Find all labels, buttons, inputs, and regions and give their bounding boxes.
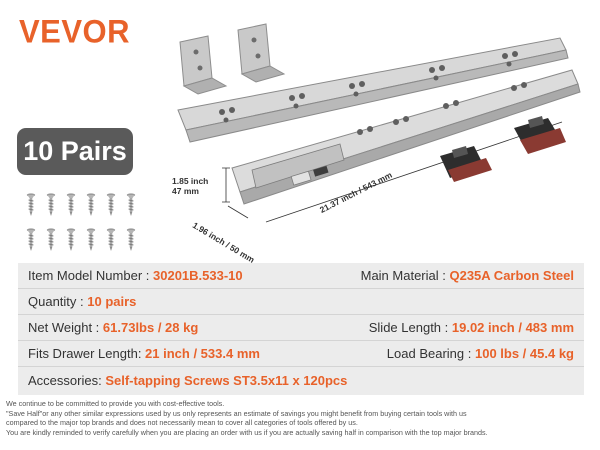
slide-length-label: Slide Length : (368, 320, 452, 335)
height-dimension: 1.85 inch 47 mm (172, 176, 208, 196)
quantity-badge-label: 10 Pairs (23, 136, 127, 166)
drawer-length-label: Fits Drawer Length: (28, 346, 146, 361)
net-weight-spec: Net Weight : 61.73lbs / 28 kg (28, 320, 198, 335)
quantity-label: Quantity : (28, 294, 88, 309)
disclaimer-line: "Save Half"or any other similar expressi… (6, 408, 467, 418)
height-mm-label: 47 mm (172, 186, 199, 196)
model-number-label: Item Model Number : (28, 268, 153, 283)
drawer-slides-illustration (177, 23, 581, 223)
dimension-lines (222, 121, 563, 223)
load-bearing-value: 100 lbs / 45.4 kg (474, 346, 574, 361)
spec-row-quantity: Quantity : 10 pairs (18, 289, 584, 315)
specifications-panel: Item Model Number : 30201B.533-10 Main M… (18, 263, 584, 395)
height-inch-label: 1.85 inch (172, 176, 209, 186)
load-bearing-spec: Load Bearing : 100 lbs / 45.4 kg (387, 346, 574, 361)
net-weight-value: 61.73lbs / 28 kg (102, 320, 199, 335)
accessories-value: Self-tapping Screws ST3.5x11 x 120pcs (105, 372, 348, 388)
locking-device-icon (440, 116, 566, 182)
material-value: Q235A Carbon Steel (449, 268, 574, 283)
lower-slide-rail (231, 69, 581, 205)
spec-row-weight-slide: Net Weight : 61.73lbs / 28 kg Slide Leng… (18, 315, 584, 341)
disclaimer-text: We continue to be committed to provide y… (6, 399, 596, 437)
vevor-logo: VEVOR (19, 13, 131, 50)
drawer-length-spec: Fits Drawer Length: 21 inch / 533.4 mm (28, 346, 260, 361)
rear-bracket-icon (179, 23, 286, 95)
disclaimer-line: We continue to be committed to provide y… (6, 399, 225, 408)
quantity-spec: Quantity : 10 pairs (28, 294, 136, 309)
slide-length-value: 19.02 inch / 483 mm (451, 320, 574, 335)
drawer-length-value: 21 inch / 533.4 mm (145, 346, 260, 361)
accessories-label: Accessories: (28, 372, 106, 388)
spec-row-drawer-load: Fits Drawer Length: 21 inch / 533.4 mm L… (18, 341, 584, 367)
model-number-spec: Item Model Number : 30201B.533-10 (28, 268, 243, 283)
quantity-value: 10 pairs (87, 294, 137, 309)
load-bearing-label: Load Bearing : (386, 346, 475, 361)
spec-row-accessories: Accessories: Self-tapping Screws ST3.5x1… (18, 367, 584, 393)
model-number-value: 30201B.533-10 (153, 268, 243, 283)
spec-row-model-material: Item Model Number : 30201B.533-10 Main M… (18, 263, 584, 289)
disclaimer-line: You are kindly reminded to verify carefu… (6, 427, 488, 437)
net-weight-label: Net Weight : (28, 320, 103, 335)
upper-slide-rail (177, 37, 569, 143)
disclaimer-line: compared to the major top brands and doe… (6, 418, 358, 428)
slide-length-spec: Slide Length : 19.02 inch / 483 mm (369, 320, 574, 335)
quantity-badge: 10 Pairs (17, 128, 133, 175)
material-label: Main Material : (360, 268, 450, 283)
accessories-spec: Accessories: Self-tapping Screws ST3.5x1… (28, 373, 347, 388)
material-spec: Main Material : Q235A Carbon Steel (361, 268, 574, 283)
